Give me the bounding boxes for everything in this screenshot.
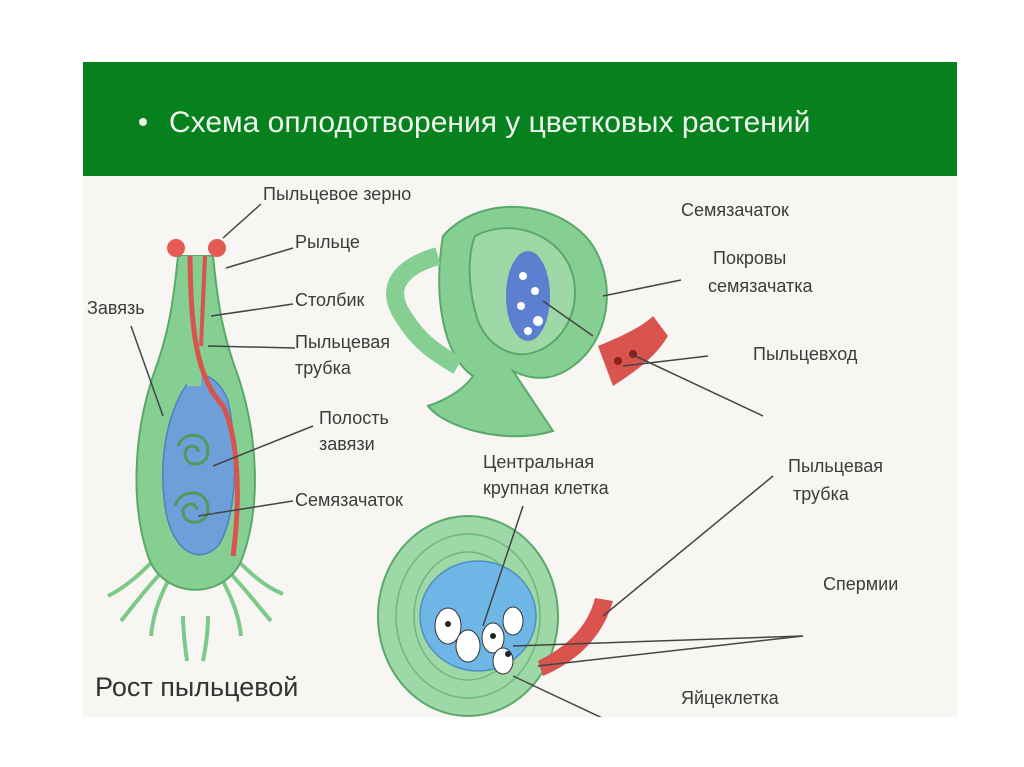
embryo-sac-cells-illustration xyxy=(517,272,543,335)
label-micropyle: Пыльцевход xyxy=(753,344,858,364)
title-bar: Схема оплодотворения у цветковых растени… xyxy=(83,62,957,176)
label-integuments-1: Покровы xyxy=(713,248,786,268)
ovules-illustration xyxy=(173,433,210,524)
label-pollen-tube-right-1: Пыльцевая xyxy=(788,456,883,476)
embryo-sac-detail-illustration: Пыльцевая трубка Спермии Яйцеклетка xyxy=(377,456,898,717)
label-integuments-2: семязачатка xyxy=(708,276,814,296)
label-pollen-tube-left-2: трубка xyxy=(295,358,352,378)
pollen-grain-right-illustration xyxy=(208,239,226,257)
label-ovary-cavity-1: Полость xyxy=(319,408,389,428)
label-sperm: Спермии xyxy=(823,574,898,594)
label-ovary-cavity-2: завязи xyxy=(319,434,375,454)
funiculus-illustration xyxy=(386,247,463,374)
leader-lines-top-right xyxy=(542,279,764,417)
leader-lines-bottom-right xyxy=(482,475,804,717)
slide-title: Схема оплодотворения у цветковых растени… xyxy=(169,106,811,139)
leader-lines-left xyxy=(130,203,314,517)
label-egg-cell: Яйцеклетка xyxy=(681,688,780,708)
bullet-icon xyxy=(139,118,147,126)
label-pollen-grain: Пыльцевое зерно xyxy=(263,184,411,204)
label-pollen-tube-right-2: трубка xyxy=(793,484,850,504)
pistil-illustration: Пыльцевое зерно Рыльце Завязь Столбик Пы… xyxy=(87,184,411,702)
ovule-illustration: Семязачаток Покровы семязачатка Пыльцевх… xyxy=(386,200,858,498)
label-style: Столбик xyxy=(295,290,365,310)
diagram-svg: Пыльцевое зерно Рыльце Завязь Столбик Пы… xyxy=(87,184,898,717)
label-pollen-tube-left-1: Пыльцевая xyxy=(295,332,390,352)
label-ovary: Завязь xyxy=(87,298,145,318)
label-ovule-left: Семязачаток xyxy=(295,490,403,510)
label-growth-caption: Рост пыльцевой xyxy=(95,672,298,702)
pollen-tube-right-bottom-illustration xyxy=(538,598,613,676)
label-ovule-right: Семязачаток xyxy=(681,200,789,220)
label-central-cell-2: крупная клетка xyxy=(483,478,610,498)
pollen-grain-left-illustration xyxy=(167,239,185,257)
label-central-cell-1: Центральная xyxy=(483,452,594,472)
slide: Схема оплодотворения у цветковых растени… xyxy=(83,62,957,717)
fertilization-diagram: Пыльцевое зерно Рыльце Завязь Столбик Пы… xyxy=(83,176,957,717)
pollen-tube-left-illustration xyxy=(187,255,240,557)
label-stigma: Рыльце xyxy=(295,232,360,252)
